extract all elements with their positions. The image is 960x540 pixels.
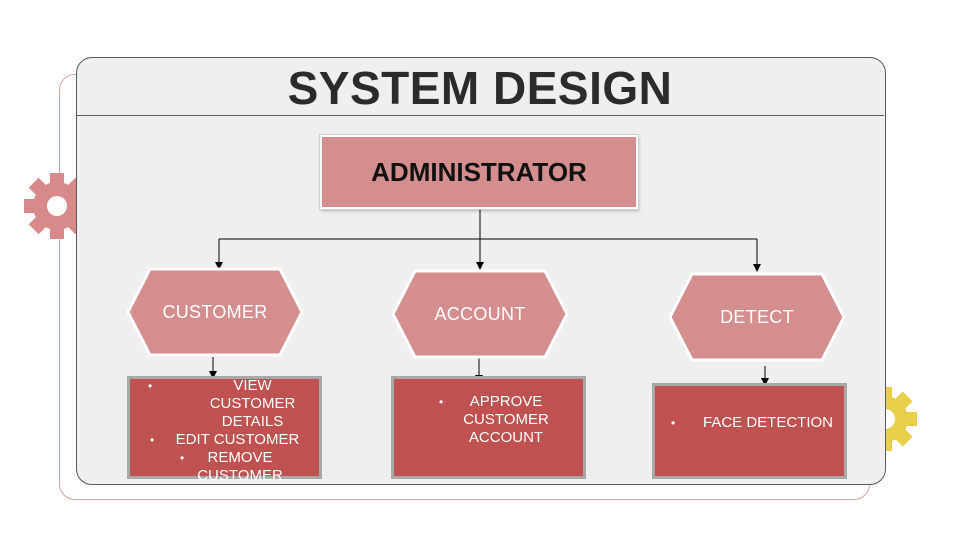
list-item: • FACE DETECTION: [655, 414, 844, 432]
account-details-box: • APPROVE CUSTOMER ACCOUNT: [391, 376, 586, 479]
title-bar: SYSTEM DESIGN: [76, 57, 884, 116]
detect-details-box: • FACE DETECTION: [652, 383, 847, 479]
customer-node: CUSTOMER: [126, 267, 304, 357]
list-item: • VIEW CUSTOMER DETAILS: [130, 377, 319, 431]
account-label: ACCOUNT: [434, 303, 526, 324]
administrator-label: ADMINISTRATOR: [371, 156, 587, 187]
list-item-text: EDIT CUSTOMER: [175, 431, 300, 448]
detect-label: DETECT: [720, 306, 794, 327]
detect-node: DETECT: [668, 272, 846, 362]
list-item-text: VIEW CUSTOMER DETAILS: [209, 377, 296, 430]
administrator-node: ADMINISTRATOR: [320, 135, 638, 209]
list-item-text: FACE DETECTION: [702, 414, 833, 431]
customer-label: CUSTOMER: [162, 301, 268, 322]
list-item-text: REMOVE CUSTOMER: [197, 449, 283, 484]
page-title: SYSTEM DESIGN: [287, 62, 673, 114]
list-item-text: APPROVE CUSTOMER ACCOUNT: [463, 393, 549, 446]
list-item: • APPROVE CUSTOMER ACCOUNT: [394, 393, 583, 447]
list-item: • REMOVE CUSTOMER: [130, 449, 319, 485]
customer-details-box: • VIEW CUSTOMER DETAILS • EDIT CUSTOMER …: [127, 376, 322, 484]
list-item: • EDIT CUSTOMER: [130, 431, 319, 449]
account-node: ACCOUNT: [391, 269, 569, 359]
